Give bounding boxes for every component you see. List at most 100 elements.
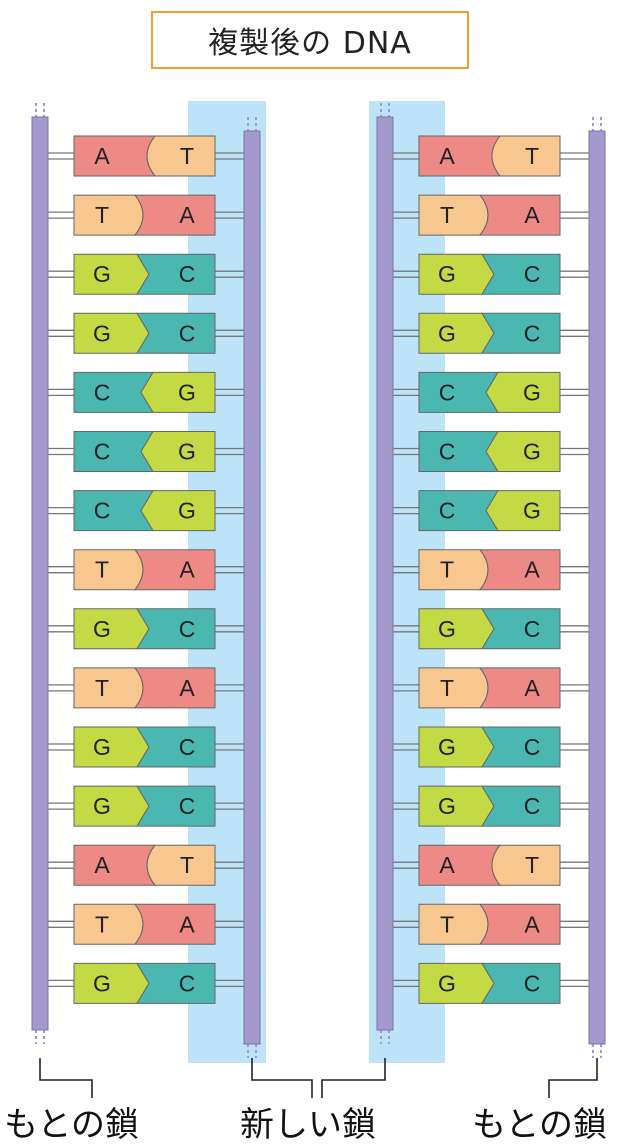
base-C: [481, 253, 561, 295]
base-letter-C: C: [179, 970, 196, 996]
base-letter-T: T: [525, 852, 539, 878]
base-T: [146, 844, 216, 886]
base-letter-T: T: [95, 557, 109, 583]
base-C: [136, 312, 216, 354]
base-G: [418, 962, 495, 1004]
base-letter-C: C: [439, 498, 456, 524]
base-letter-C: C: [524, 616, 541, 642]
base-T: [146, 135, 216, 177]
base-letter-T: T: [95, 202, 109, 228]
bracket-original-left: [39, 1058, 93, 1098]
base-letter-A: A: [524, 557, 540, 583]
base-letter-G: G: [178, 498, 196, 524]
base-A: [418, 844, 502, 886]
base-G: [73, 608, 150, 650]
base-letter-A: A: [179, 557, 195, 583]
base-letter-C: C: [524, 970, 541, 996]
base-C: [136, 726, 216, 768]
base-letter-C: C: [179, 320, 196, 346]
base-letter-A: A: [179, 202, 195, 228]
base-letter-T: T: [440, 675, 454, 701]
base-letter-C: C: [94, 439, 111, 465]
base-letter-G: G: [438, 616, 456, 642]
bracket-new-right: [321, 1058, 386, 1098]
label-brackets: [39, 1058, 598, 1098]
base-G: [73, 785, 150, 827]
base-C: [136, 608, 216, 650]
base-letter-T: T: [180, 143, 194, 169]
base-A: [478, 903, 561, 945]
base-A: [478, 667, 561, 709]
base-letter-T: T: [180, 852, 194, 878]
base-letter-G: G: [523, 439, 541, 465]
bracket-original-right: [548, 1058, 598, 1098]
base-letter-G: G: [93, 793, 111, 819]
base-C: [481, 608, 561, 650]
base-A: [73, 135, 157, 177]
base-G: [73, 962, 150, 1004]
base-letter-G: G: [93, 616, 111, 642]
label-new-strand: 新しい鎖: [240, 1105, 376, 1145]
base-letter-A: A: [94, 852, 110, 878]
base-C: [481, 962, 561, 1004]
base-letter-A: A: [524, 675, 540, 701]
base-letter-T: T: [95, 911, 109, 937]
base-G: [485, 490, 561, 532]
base-letter-G: G: [438, 793, 456, 819]
base-letter-T: T: [525, 143, 539, 169]
base-letter-T: T: [95, 675, 109, 701]
base-letter-T: T: [440, 911, 454, 937]
base-G: [485, 431, 561, 472]
base-letter-T: T: [440, 557, 454, 583]
bracket-new-left: [251, 1058, 313, 1098]
base-G: [418, 608, 495, 650]
base-A: [133, 194, 216, 236]
base-C: [481, 312, 561, 354]
base-A: [478, 549, 561, 591]
base-letter-G: G: [438, 320, 456, 346]
base-letter-C: C: [439, 439, 456, 465]
base-letter-A: A: [524, 202, 540, 228]
base-letter-G: G: [438, 261, 456, 287]
base-letter-C: C: [524, 793, 541, 819]
base-A: [478, 194, 561, 236]
base-letter-G: G: [93, 261, 111, 287]
base-letter-C: C: [179, 261, 196, 287]
base-A: [418, 135, 502, 177]
base-letter-T: T: [440, 202, 454, 228]
base-letter-C: C: [524, 261, 541, 287]
base-letter-G: G: [523, 498, 541, 524]
base-letter-G: G: [93, 320, 111, 346]
base-letter-C: C: [94, 498, 111, 524]
base-G: [140, 371, 216, 413]
base-G: [418, 253, 495, 295]
base-G: [140, 431, 216, 472]
base-A: [133, 903, 216, 945]
base-C: [481, 785, 561, 827]
base-C: [136, 962, 216, 1004]
base-letter-G: G: [178, 379, 196, 405]
backbone-new-right: [376, 116, 394, 1031]
base-letter-C: C: [524, 320, 541, 346]
base-letter-C: C: [524, 734, 541, 760]
base-G: [418, 785, 495, 827]
base-G: [140, 490, 216, 532]
